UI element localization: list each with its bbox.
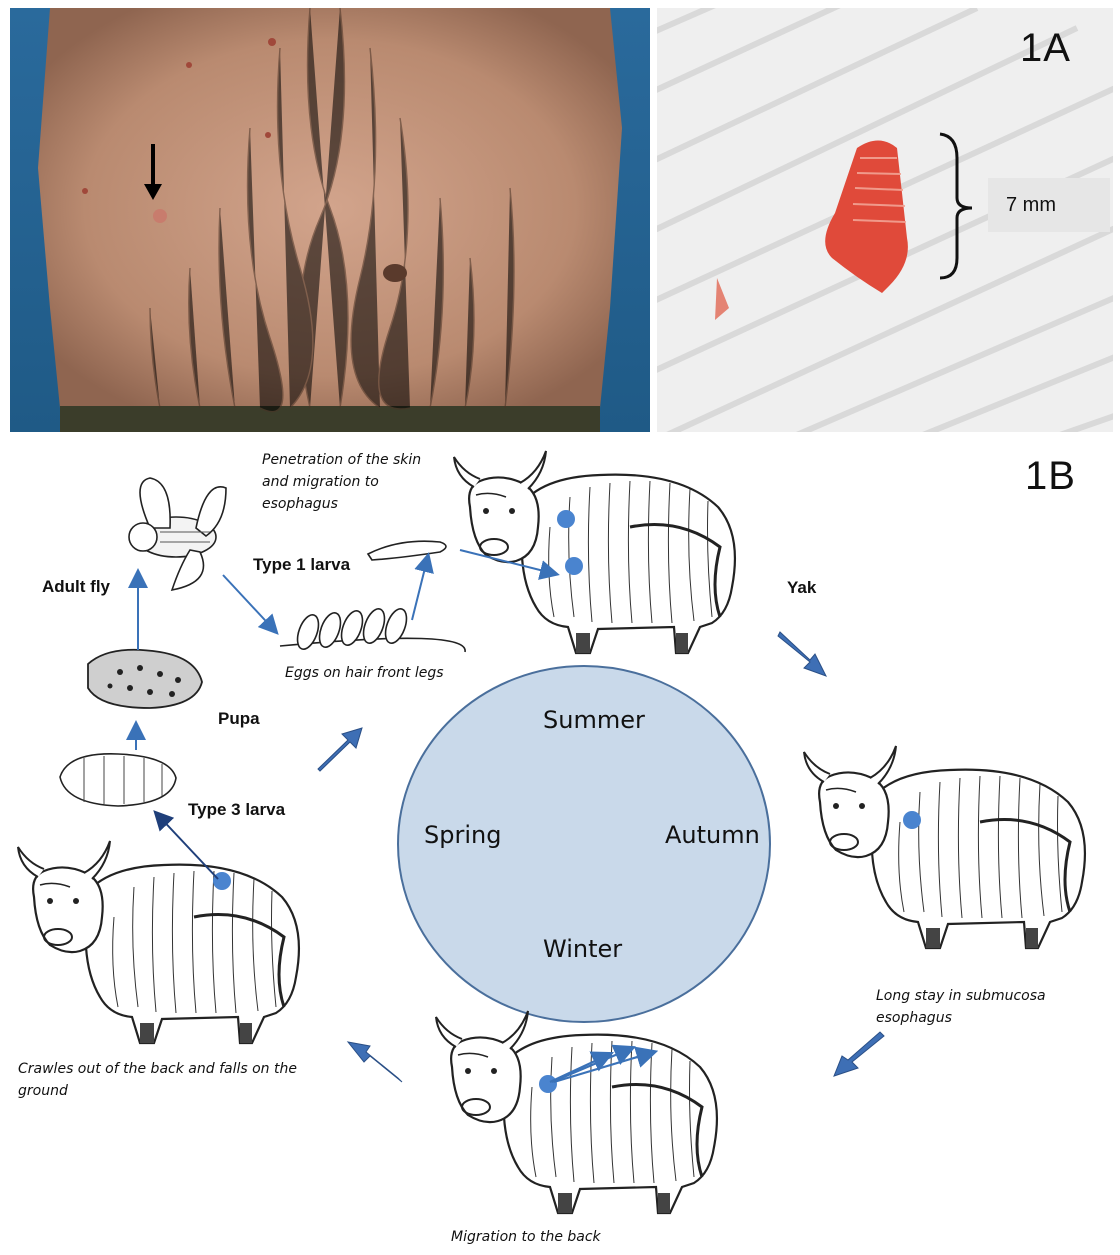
label-yak: Yak bbox=[787, 577, 816, 599]
label-adult-fly: Adult fly bbox=[42, 576, 110, 598]
type3-larva-illustration bbox=[60, 754, 176, 806]
season-arrow-autumn-winter bbox=[834, 1032, 884, 1076]
abdomen-photo bbox=[10, 8, 650, 432]
eggs-illustration bbox=[280, 606, 465, 652]
arrow-eggs-to-larva bbox=[412, 556, 428, 620]
panel-label-1a: 1A bbox=[1020, 26, 1071, 71]
season-arrow-summer-autumn bbox=[778, 632, 826, 676]
caption-crawles: Crawles out of the back and falls on the… bbox=[18, 1058, 297, 1102]
dot-yak-top-1 bbox=[557, 510, 575, 528]
yak-bottom-illustration bbox=[436, 1011, 717, 1213]
yak-right-illustration bbox=[804, 746, 1085, 948]
pupa-illustration bbox=[88, 650, 202, 708]
caption-eggs: Eggs on hair front legs bbox=[285, 662, 444, 684]
season-spring: Spring bbox=[424, 821, 501, 849]
scale-label: 7 mm bbox=[988, 178, 1110, 232]
season-summer: Summer bbox=[543, 706, 645, 734]
caption-migration-back: Migration to the back bbox=[451, 1226, 601, 1248]
panel-label-1b: 1B bbox=[1025, 454, 1076, 499]
yak-left-illustration bbox=[18, 841, 299, 1043]
dot-yak-bottom bbox=[539, 1075, 557, 1093]
dot-yak-right bbox=[903, 811, 921, 829]
arrow-fly-to-eggs bbox=[223, 575, 276, 632]
season-arrow-winter-spring bbox=[348, 1042, 402, 1082]
life-cycle-diagram: Summer Spring Autumn Winter Adult fly Ty… bbox=[0, 432, 1120, 1255]
season-arrow-spring-summer bbox=[318, 728, 362, 771]
caption-long-stay: Long stay in submucosa esophagus bbox=[876, 985, 1046, 1029]
dot-yak-left bbox=[213, 872, 231, 890]
adult-fly-illustration bbox=[129, 478, 226, 590]
label-type1-larva: Type 1 larva bbox=[253, 554, 350, 576]
dot-yak-top-2 bbox=[565, 557, 583, 575]
label-pupa: Pupa bbox=[218, 708, 260, 730]
season-winter: Winter bbox=[543, 935, 622, 963]
yak-top-illustration bbox=[454, 451, 735, 653]
caption-penetration: Penetration of the skin and migration to… bbox=[262, 449, 421, 515]
season-autumn: Autumn bbox=[665, 821, 760, 849]
type1-larva-illustration bbox=[368, 541, 446, 560]
label-type3-larva: Type 3 larva bbox=[188, 799, 285, 821]
